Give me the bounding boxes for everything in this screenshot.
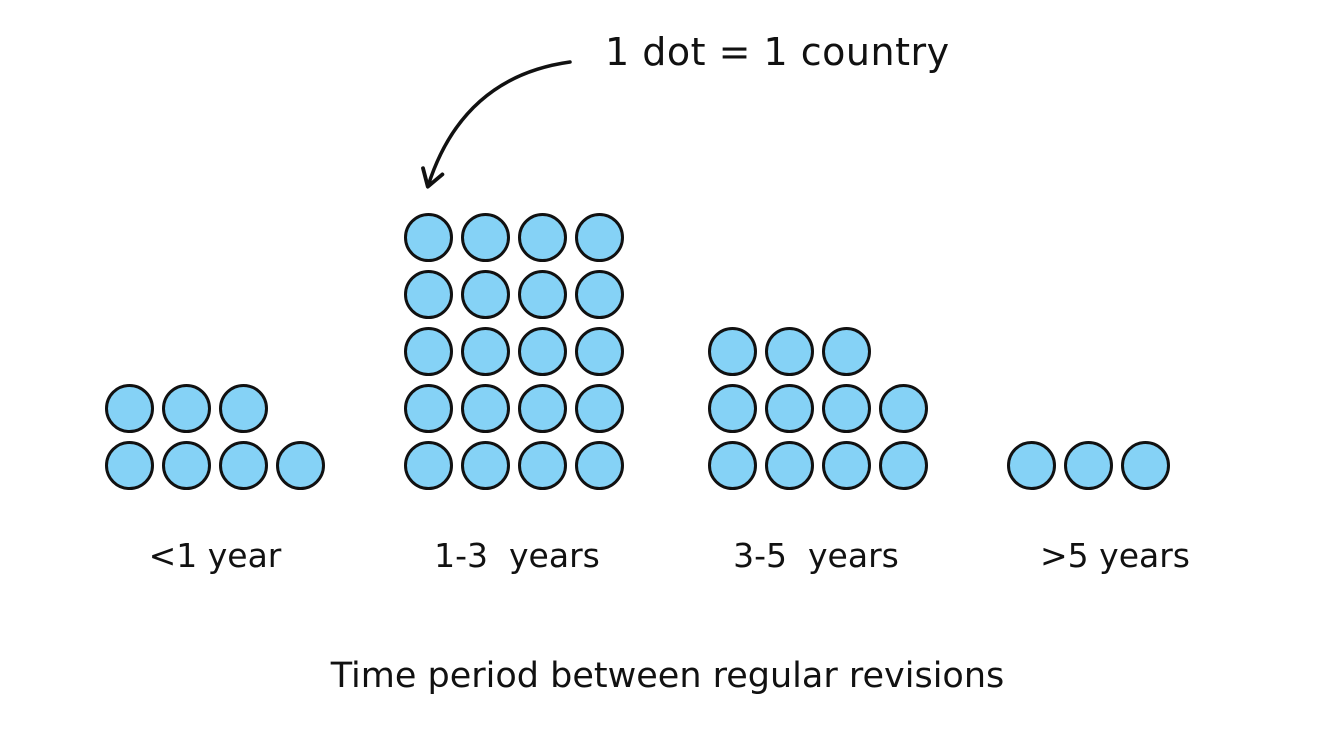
dot-row	[404, 441, 624, 490]
country-dot	[1121, 441, 1170, 490]
dot-row	[105, 441, 325, 490]
country-dot	[404, 384, 453, 433]
country-dot	[461, 384, 510, 433]
country-dot	[518, 384, 567, 433]
country-dot	[404, 270, 453, 319]
country-dot	[404, 213, 453, 262]
country-dot	[518, 327, 567, 376]
country-dot	[822, 384, 871, 433]
country-dot	[461, 270, 510, 319]
country-dot	[461, 213, 510, 262]
dot-row	[708, 441, 928, 490]
dot-row	[404, 213, 624, 262]
country-dot	[105, 384, 154, 433]
country-dot	[575, 270, 624, 319]
country-dot	[404, 327, 453, 376]
country-dot	[518, 441, 567, 490]
country-dot	[575, 327, 624, 376]
country-dot	[575, 384, 624, 433]
country-dot	[105, 441, 154, 490]
dot-row	[404, 384, 624, 433]
dot-group-gt-5-years	[1007, 441, 1170, 490]
country-dot	[708, 441, 757, 490]
dot-row	[404, 327, 624, 376]
dot-row	[708, 327, 871, 376]
dot-row	[404, 270, 624, 319]
country-dot	[518, 270, 567, 319]
country-dot	[162, 384, 211, 433]
country-dot	[276, 441, 325, 490]
country-dot	[822, 327, 871, 376]
country-dot	[708, 327, 757, 376]
chart-title: Time period between regular revisions	[330, 656, 1005, 696]
country-dot	[219, 384, 268, 433]
country-dot	[1064, 441, 1113, 490]
category-label-gt-5-years: >5 years	[1040, 536, 1190, 575]
dot-row	[105, 384, 268, 433]
country-dot	[518, 213, 567, 262]
country-dot	[575, 441, 624, 490]
dot-group-1-3-years	[404, 213, 624, 490]
category-label-1-3-years: 1-3 years	[434, 536, 600, 575]
country-dot	[879, 384, 928, 433]
category-label-lt-1-year: <1 year	[148, 536, 282, 575]
dot-row	[708, 384, 928, 433]
country-dot	[765, 441, 814, 490]
legend-annotation: 1 dot = 1 country	[605, 30, 950, 74]
country-dot	[765, 384, 814, 433]
country-dot	[162, 441, 211, 490]
country-dot	[219, 441, 268, 490]
country-dot	[461, 327, 510, 376]
country-dot	[1007, 441, 1056, 490]
category-label-3-5-years: 3-5 years	[733, 536, 899, 575]
country-dot	[404, 441, 453, 490]
country-dot	[765, 327, 814, 376]
country-dot	[461, 441, 510, 490]
country-dot	[822, 441, 871, 490]
country-dot	[879, 441, 928, 490]
dot-row	[1007, 441, 1170, 490]
country-dot	[708, 384, 757, 433]
dot-group-3-5-years	[708, 327, 928, 490]
country-dot	[575, 213, 624, 262]
dot-group-lt-1-year	[105, 384, 325, 490]
